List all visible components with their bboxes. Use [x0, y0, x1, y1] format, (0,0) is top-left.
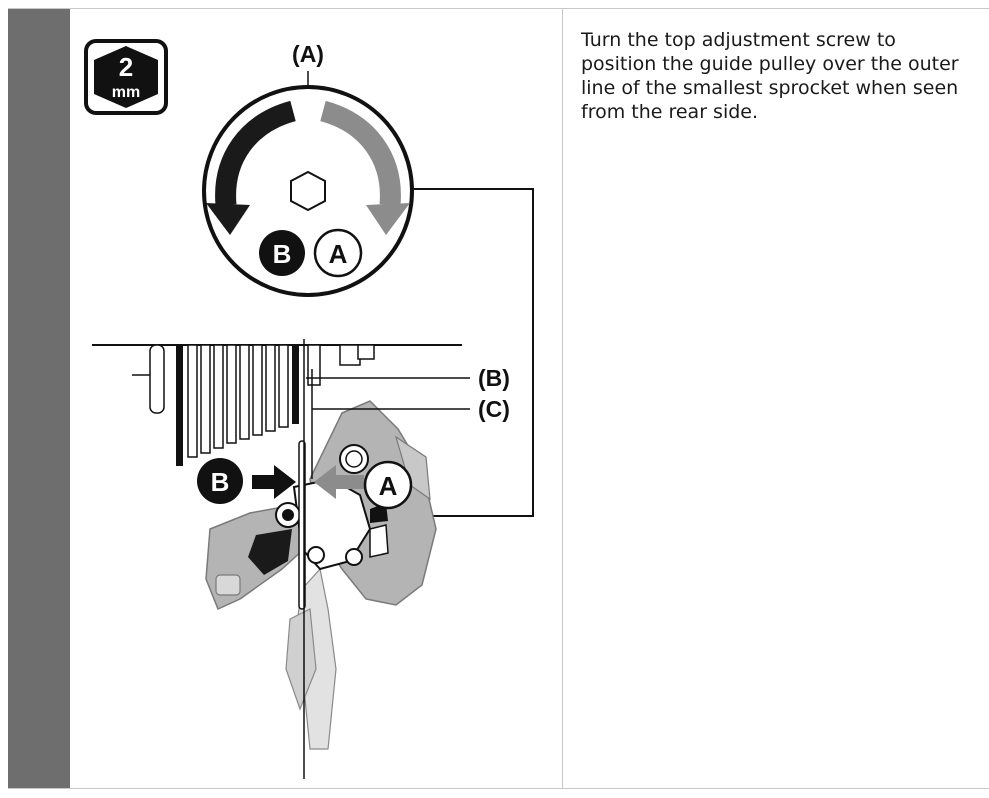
tool-unit: mm [112, 84, 140, 101]
pivot-bolt-center [282, 509, 294, 521]
push-b-badge [197, 458, 243, 504]
b-tension-block [248, 529, 292, 575]
column-divider [562, 9, 563, 788]
push-b-arrow-shaft [252, 475, 274, 489]
sprocket [252, 344, 263, 436]
a-rotation-arrow [319, 100, 401, 206]
b-rotation-arrow [215, 100, 297, 206]
lockring [307, 344, 321, 386]
side-bar [8, 9, 70, 788]
instruction-text: Turn the top adjustment screw to positio… [581, 29, 959, 123]
push-a-badge [363, 460, 413, 510]
callout-a-label: (A) [292, 41, 324, 67]
b-rotation-arrowhead [206, 203, 250, 235]
hub-end-cap [357, 344, 375, 360]
pulley-cage-inner [285, 608, 317, 711]
sprocket [200, 344, 211, 454]
direction-a-badge [313, 228, 363, 278]
sprocket-cassette [92, 344, 462, 466]
link-bracket [369, 524, 389, 558]
push-b-letter: B [211, 467, 230, 497]
sprocket [187, 344, 198, 458]
callout-b-label: (B) [478, 365, 510, 391]
link-bolt [345, 548, 363, 566]
a-rotation-arrowhead [366, 203, 410, 235]
sprocket-smallest [292, 345, 299, 424]
cable-anchor [215, 574, 241, 596]
adjust-spring [339, 444, 369, 474]
bottom-rule [8, 788, 989, 789]
hub-end [339, 344, 361, 366]
push-a-letter: A [379, 471, 398, 501]
direction-b-letter: B [273, 239, 292, 269]
adjust-spring-coil [345, 450, 363, 468]
push-a-arrow-head [314, 465, 336, 499]
sprocket-largest [176, 345, 183, 466]
callout-c-label: (C) [478, 396, 510, 422]
hex-screw-icon [290, 170, 326, 212]
adjustment-figure: 2 mm (A) B A [70, 9, 562, 788]
sprocket [213, 344, 224, 449]
sprocket [239, 344, 250, 440]
push-arrows: B A [197, 458, 413, 510]
link-bolt [307, 546, 325, 564]
tool-size: 2 [119, 52, 133, 82]
screw-detail-circle: B A [202, 85, 414, 297]
sprocket [265, 344, 276, 432]
hex-key-icon [94, 46, 158, 108]
top-rule [8, 8, 989, 9]
hex-key-badge: 2 mm [84, 39, 168, 115]
spacer-outline [149, 344, 165, 414]
direction-b-badge [259, 230, 305, 276]
figure-svg: 2 mm (A) B A [84, 39, 534, 779]
sprocket [278, 344, 289, 428]
push-a-arrow-shaft [336, 475, 364, 489]
sprocket [226, 344, 237, 444]
push-b-arrow-head [274, 465, 296, 499]
direction-a-letter: A [329, 239, 348, 269]
